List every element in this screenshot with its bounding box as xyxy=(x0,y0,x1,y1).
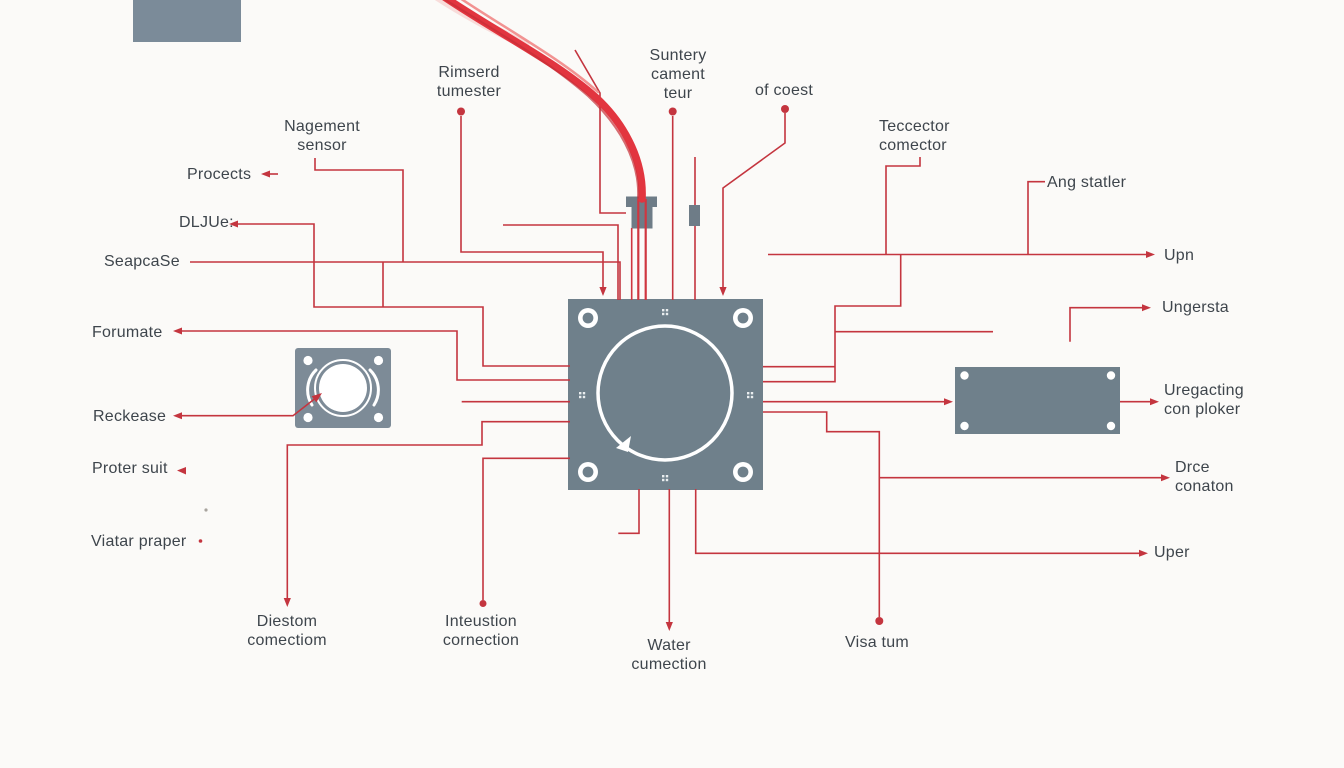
arrow-right-drce xyxy=(1161,474,1170,482)
spacer-body xyxy=(689,205,700,226)
arrow-down-rimserd xyxy=(599,287,607,296)
leader-ungersta xyxy=(1069,306,1145,342)
label-inteustion-cornection: Inteustion cornection xyxy=(442,613,520,649)
leader-of-coest xyxy=(722,113,786,289)
mounting-flange xyxy=(295,348,391,428)
side-plate-body xyxy=(955,367,1120,434)
leader-rimserd xyxy=(460,116,604,289)
label-proter-suit: Proter suit xyxy=(92,460,168,477)
label-teccector-comector: Teccector comector xyxy=(879,118,950,154)
dot-rimserd xyxy=(457,107,465,116)
label-suntery-cament-teur: Suntery cament teur xyxy=(649,47,707,102)
label-water-cumection: Water cumection xyxy=(631,637,707,673)
label-upn: Upn xyxy=(1164,247,1195,264)
dot-inteustion xyxy=(479,600,487,607)
label-rimserd-tumester: Rimserd tumester xyxy=(436,64,502,100)
flange-bore xyxy=(319,364,367,412)
arrow-right-uper xyxy=(1139,549,1148,557)
arrow-down-of-coest xyxy=(719,287,727,296)
arrow-flange-center xyxy=(311,393,322,403)
arrow-left-dljue xyxy=(229,220,238,228)
leader-dljue xyxy=(236,223,570,367)
cover-plate-rect xyxy=(133,0,241,42)
arrow-right-ungersta xyxy=(1142,304,1151,312)
leader-terminals xyxy=(173,105,1170,631)
leader-reckease xyxy=(182,396,318,417)
leader-bottom-hook xyxy=(618,489,640,535)
arrow-left-forumate xyxy=(173,327,182,335)
leader-visa xyxy=(763,411,881,617)
leader-right-pair xyxy=(763,254,993,383)
arrow-down-water xyxy=(665,622,673,631)
arrow-right-side-plate-in xyxy=(944,398,953,406)
bolt-stem xyxy=(631,207,653,229)
leader-inteustion xyxy=(482,457,570,600)
label-ang-statler: Ang statler xyxy=(1047,174,1127,191)
leader-nagement-seapcase xyxy=(190,158,621,307)
arrow-left-procects xyxy=(261,170,270,178)
label-seapcase: SeapcaSe xyxy=(104,253,180,270)
label-ungersta: Ungersta xyxy=(1162,299,1229,316)
arrow-down-diestom xyxy=(283,598,291,607)
cover-plate xyxy=(133,0,241,42)
label-forumate: Forumate xyxy=(92,324,163,341)
label-viatar-praper: Viatar praper xyxy=(91,533,187,550)
arrow-right-upn xyxy=(1146,251,1155,258)
dot-suntery xyxy=(668,107,677,116)
label-procects: Procects xyxy=(187,166,252,183)
dial-arrow-icon xyxy=(616,436,631,452)
leader-ang-statler xyxy=(1027,180,1045,255)
label-uregacting-con-ploker: Uregacting con ploker xyxy=(1164,382,1244,418)
housing-dial-circle xyxy=(596,324,734,462)
side-plate xyxy=(955,367,1120,434)
label-of-coest: of coest xyxy=(755,82,814,99)
label-drce-conaton: Drce conaton xyxy=(1175,459,1234,495)
leader-diestom xyxy=(286,420,570,602)
label-nagement-sensor: Nagement sensor xyxy=(284,118,360,154)
arrow-left-proter-suit xyxy=(177,467,186,475)
red-cable-curve xyxy=(434,0,646,203)
leader-lines xyxy=(182,49,1164,625)
label-dljue: DLJUe: xyxy=(179,214,234,231)
leader-top-stub xyxy=(503,224,619,300)
label-diestom-comectiom: Diestom comectiom xyxy=(247,613,327,649)
main-housing xyxy=(568,299,763,490)
leader-teccector xyxy=(885,157,921,255)
spacer-block xyxy=(689,205,700,226)
label-reckease: Reckease xyxy=(93,408,167,425)
arrow-left-reckease xyxy=(173,412,182,420)
dot-visa xyxy=(875,617,884,625)
leader-cable-branch xyxy=(574,49,626,214)
label-uper: Uper xyxy=(1154,544,1190,561)
dot-of-coest xyxy=(781,105,789,113)
leader-uper xyxy=(694,489,1143,555)
flange-bore-ring xyxy=(314,359,372,417)
housing-cross-marks xyxy=(579,309,754,482)
label-visa-tum: Visa tum xyxy=(845,634,909,651)
bolt-feed-lines xyxy=(630,199,647,300)
leader-forumate xyxy=(182,330,570,381)
arrow-right-uregacting xyxy=(1150,398,1159,406)
dot-viatar xyxy=(198,539,203,543)
stray-dot xyxy=(204,508,208,512)
housing-bolt-ring xyxy=(578,308,753,482)
